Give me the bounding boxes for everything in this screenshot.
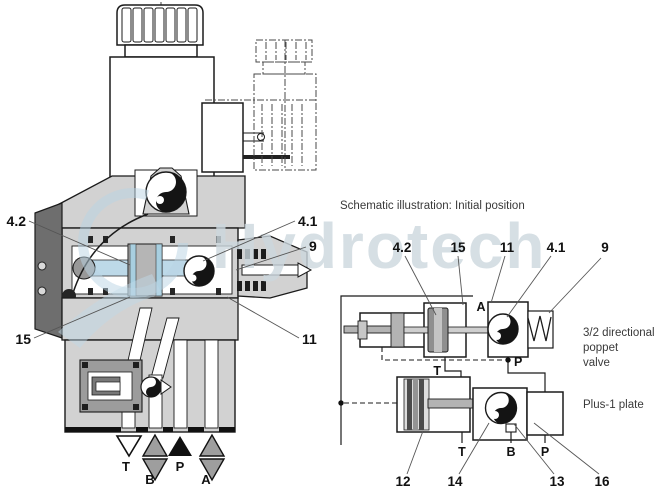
schematic-port-t-label: T: [458, 445, 466, 459]
schematic-callout-9: 9: [601, 240, 609, 255]
pin-tip: [297, 262, 313, 278]
main-poppet-ball-icon: [183, 255, 215, 287]
port-symbols: T B P A: [115, 433, 226, 487]
schematic-port-p-pilot-label: P: [514, 355, 522, 369]
watermark-swoosh-ring: [78, 188, 188, 298]
plus1-plate-symbol: T B P: [338, 376, 564, 459]
port-b-triangle-up: [141, 433, 169, 457]
schematic-port-a-label: A: [476, 300, 485, 314]
left-plate: [34, 202, 63, 339]
callout-4-1: 4.1: [298, 213, 318, 229]
p-supply-line: [507, 357, 546, 392]
schematic-callout-15: 15: [450, 240, 466, 255]
schematic-port-p-label: P: [541, 445, 549, 459]
callout-11: 11: [302, 331, 317, 347]
phantom-plug: [205, 39, 317, 171]
port-a-triangle-down: [198, 458, 226, 482]
actuator-rod: [343, 325, 393, 334]
port-a-label: A: [201, 472, 211, 487]
valve-caption-line1: 3/2 directional: [583, 327, 655, 339]
pilot-ball-icon: [140, 376, 162, 398]
watermark: Hydrotech: [58, 188, 547, 348]
knob-neck: [124, 44, 198, 58]
schematic-top-callouts: 4.2 15 11 4.1 9: [393, 240, 609, 318]
schematic-port-t-upper-label: T: [433, 364, 441, 378]
plate-hole: [37, 261, 47, 271]
schematic: Schematic illustration: Initial position…: [338, 200, 655, 489]
port-p-label: P: [176, 459, 185, 474]
schematic-captions: 3/2 directional poppet valve Plus-1 plat…: [583, 327, 655, 411]
callout-4-2: 4.2: [7, 213, 27, 229]
schematic-callout-4-1: 4.1: [547, 240, 566, 255]
pilot-junction-dot: [338, 400, 344, 406]
connector-socket: [201, 102, 290, 173]
poppet-valve-symbol: A T P: [343, 300, 554, 392]
port-b-label: B: [145, 472, 154, 487]
schematic-callout-12: 12: [395, 474, 410, 489]
override-ball-icon: [145, 171, 187, 213]
plate-caption: Plus-1 plate: [583, 399, 644, 411]
cutaway-callouts: 4.2 4.1 9 15 11: [7, 213, 318, 347]
port-t-triangle: [115, 435, 143, 458]
valve-caption-line2: poppet: [583, 342, 619, 354]
knurled-knob: [116, 4, 204, 46]
schematic-port-b-label: B: [506, 445, 515, 459]
poppet-ball-icon: [487, 313, 519, 345]
p-junction-dot: [505, 357, 511, 363]
plate-extension: [526, 391, 564, 436]
schematic-callout-11: 11: [500, 240, 515, 255]
watermark-swoosh-tail: [58, 274, 162, 348]
t-connection-line: [444, 357, 462, 377]
pilot-cartridge: [79, 359, 172, 413]
piston-band: [390, 312, 405, 348]
port-a-triangle-up: [198, 433, 226, 457]
schematic-bottom-callouts: 12 14 13 16: [395, 422, 610, 489]
valve-caption-line3: valve: [583, 357, 610, 369]
plate-poppet-ball-icon: [484, 391, 518, 425]
port-p-triangle: [168, 436, 192, 456]
schematic-callout-4-2: 4.2: [393, 240, 412, 255]
port-b-triangle-down: [141, 458, 169, 482]
pilot-line: [381, 347, 505, 361]
schematic-callout-14: 14: [447, 474, 463, 489]
port-t-label: T: [122, 459, 130, 474]
schematic-title: Schematic illustration: Initial position: [340, 200, 525, 212]
callout-15: 15: [15, 331, 31, 347]
lever-wire: [72, 213, 149, 294]
schematic-enclosure: [340, 295, 473, 445]
skirt: [61, 297, 239, 341]
watermark-text: Hydrotech: [212, 210, 547, 282]
solenoid-coil: [109, 56, 215, 181]
schematic-callout-13: 13: [549, 474, 565, 489]
spring-icon: [527, 315, 552, 342]
cutaway-drawing: T B P A: [34, 2, 317, 487]
plate-hole: [37, 286, 47, 296]
schematic-callout-16: 16: [594, 474, 610, 489]
spring-section: [237, 249, 266, 291]
port-mouths: [65, 427, 235, 432]
callout-9: 9: [309, 238, 317, 254]
